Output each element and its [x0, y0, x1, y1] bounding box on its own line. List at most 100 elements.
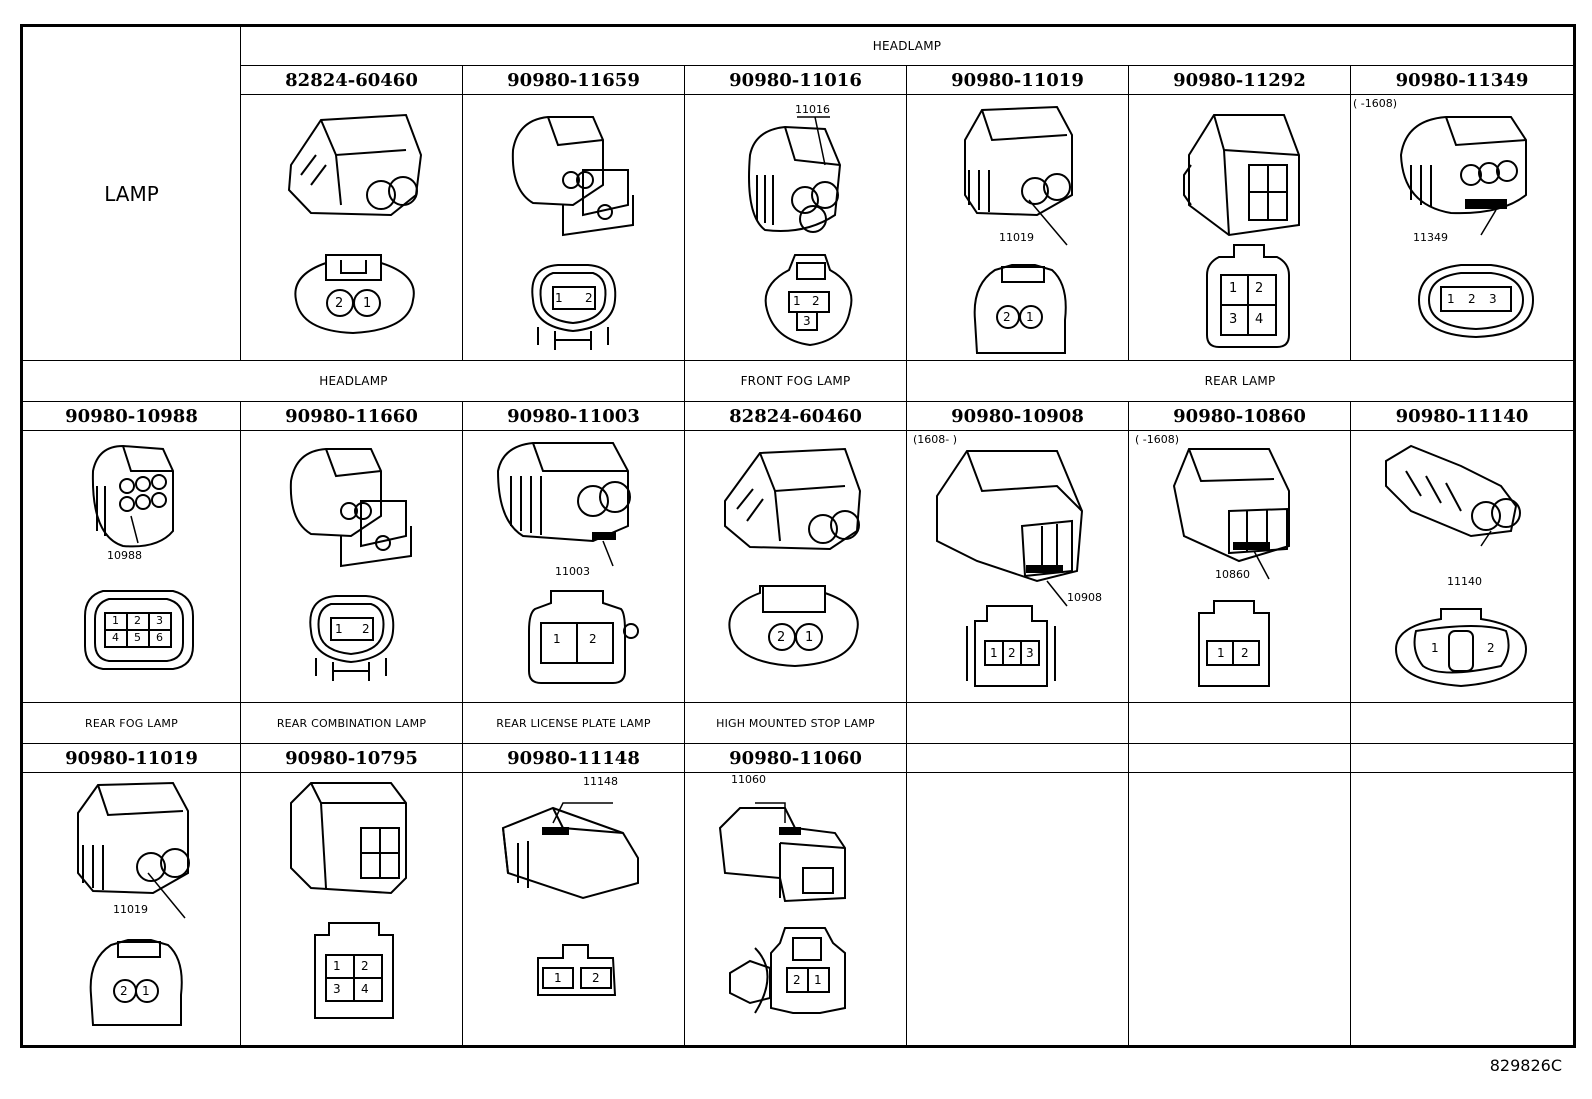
pin-label: 2	[1255, 281, 1264, 296]
date-range-note: ( -1608)	[1135, 433, 1180, 446]
pin-label: 2	[134, 614, 141, 627]
pin-label: 1	[142, 984, 150, 998]
pin-label: 1	[363, 296, 372, 311]
empty-cell	[906, 743, 1129, 773]
pin-label: 5	[134, 631, 141, 644]
pin-label: 4	[361, 982, 369, 996]
connector-drawing-90980-11659: 1 2	[462, 94, 685, 361]
pin-label: 2	[120, 984, 128, 998]
date-range-note: ( -1608)	[1353, 97, 1398, 110]
part-callout: 11140	[1447, 575, 1482, 588]
high-mounted-stop-lamp-group-header: HIGH MOUNTED STOP LAMP	[684, 702, 907, 744]
part-number: 90980-11148	[462, 743, 685, 773]
part-number: 90980-11060	[684, 743, 907, 773]
empty-cell	[1128, 702, 1351, 744]
pin-label: 1	[335, 622, 343, 636]
rear-lamp-group-header: REAR LAMP	[906, 360, 1576, 402]
pin-label: 3	[1229, 312, 1238, 327]
pin-label: 1	[793, 294, 801, 308]
connector-drawing-90980-11003: 11003 1 2	[462, 430, 685, 703]
pin-label: 3	[1489, 292, 1497, 306]
pin-label: 2	[1468, 292, 1476, 306]
pin-label: 1	[1431, 641, 1439, 655]
pin-label: 3	[156, 614, 163, 627]
rear-combination-lamp-group-header: REAR COMBINATION LAMP	[240, 702, 463, 744]
pin-label: 2	[1487, 641, 1495, 655]
pin-label: 2	[335, 296, 344, 311]
part-callout: 10860	[1215, 568, 1250, 581]
pin-label: 1	[1229, 281, 1238, 296]
part-number: 90980-11016	[684, 65, 907, 95]
headlamp-group-header: HEADLAMP	[20, 360, 685, 402]
connector-drawing-90980-10908: (1608- ) 10908 1 2 3	[906, 430, 1129, 703]
pin-label: 1	[1447, 292, 1455, 306]
connector-drawing-90980-10860: ( -1608) 10860 1 2	[1128, 430, 1351, 703]
pin-label: 1	[1026, 310, 1034, 324]
connector-drawing-90980-11060: 11060 2 1	[684, 772, 907, 1048]
connector-drawing-82824-60460-fog: 2 1	[684, 430, 907, 703]
pin-label: 3	[333, 982, 341, 996]
part-callout: 11003	[555, 565, 590, 578]
pin-label: 1	[112, 614, 119, 627]
empty-cell	[1350, 772, 1576, 1048]
pin-label: 6	[156, 631, 163, 644]
pin-label: 2	[362, 622, 370, 636]
part-number: 90980-11660	[240, 401, 463, 431]
part-number: 90980-11292	[1128, 65, 1351, 95]
rear-fog-lamp-group-header: REAR FOG LAMP	[20, 702, 241, 744]
connector-drawing-82824-60460: 2 1	[240, 94, 463, 361]
empty-cell	[1350, 743, 1576, 773]
part-callout: 11016	[795, 103, 830, 116]
part-callout: 10988	[107, 549, 142, 562]
connector-drawing-90980-10988: 10988 1 2 3 4 5 6	[20, 430, 241, 703]
pin-label: 1	[1217, 646, 1225, 660]
part-number: 90980-11140	[1350, 401, 1576, 431]
pin-label: 1	[553, 632, 561, 646]
pin-label: 2	[777, 630, 786, 645]
lamp-label-cell: LAMP	[20, 24, 241, 361]
pin-label: 2	[1003, 310, 1011, 324]
part-number: 90980-10988	[20, 401, 241, 431]
connector-drawing-90980-11148: 11148 1 2	[462, 772, 685, 1048]
part-number: 90980-11349	[1350, 65, 1576, 95]
pin-label: 1	[555, 291, 563, 305]
connector-drawing-90980-11019: 11019 2 1	[906, 94, 1129, 361]
part-number: 82824-60460	[684, 401, 907, 431]
connector-drawing-90980-11292: 1 2 3 4	[1128, 94, 1351, 361]
connector-drawing-90980-11660: 1 2	[240, 430, 463, 703]
pin-label: 1	[554, 971, 562, 985]
part-callout: 11148	[583, 775, 618, 788]
part-number: 90980-11659	[462, 65, 685, 95]
part-number: 90980-10860	[1128, 401, 1351, 431]
date-range-note: (1608- )	[913, 433, 958, 446]
part-number: 90980-11003	[462, 401, 685, 431]
front-fog-lamp-group-header: FRONT FOG LAMP	[684, 360, 907, 402]
connector-drawing-90980-10795: 1 2 3 4	[240, 772, 463, 1048]
pin-label: 2	[1241, 646, 1249, 660]
pin-label: 2	[812, 294, 820, 308]
pin-label: 2	[589, 632, 597, 646]
pin-label: 2	[361, 959, 369, 973]
pin-label: 1	[814, 973, 822, 987]
pin-label: 1	[333, 959, 341, 973]
pin-label: 2	[592, 971, 600, 985]
connector-drawing-90980-11019-rear-fog: 11019 2 1	[20, 772, 241, 1048]
diagram-reference-code: 829826C	[1489, 1056, 1562, 1075]
empty-cell	[1350, 702, 1576, 744]
part-number: 90980-10908	[906, 401, 1129, 431]
part-callout: 11060	[731, 773, 766, 786]
connector-drawing-90980-11140: 11140 1 2	[1350, 430, 1576, 703]
empty-cell	[1128, 743, 1351, 773]
rear-license-plate-lamp-group-header: REAR LICENSE PLATE LAMP	[462, 702, 685, 744]
pin-label: 4	[112, 631, 119, 644]
pin-label: 3	[1026, 646, 1034, 660]
part-callout: 10908	[1067, 591, 1102, 604]
pin-label: 4	[1255, 312, 1264, 327]
pin-label: 1	[990, 646, 998, 660]
empty-cell	[906, 772, 1129, 1048]
part-number: 90980-10795	[240, 743, 463, 773]
pin-label: 2	[1008, 646, 1016, 660]
part-number: 90980-11019	[906, 65, 1129, 95]
headlamp-group-header: HEADLAMP	[240, 24, 1576, 66]
pin-label: 2	[585, 291, 593, 305]
